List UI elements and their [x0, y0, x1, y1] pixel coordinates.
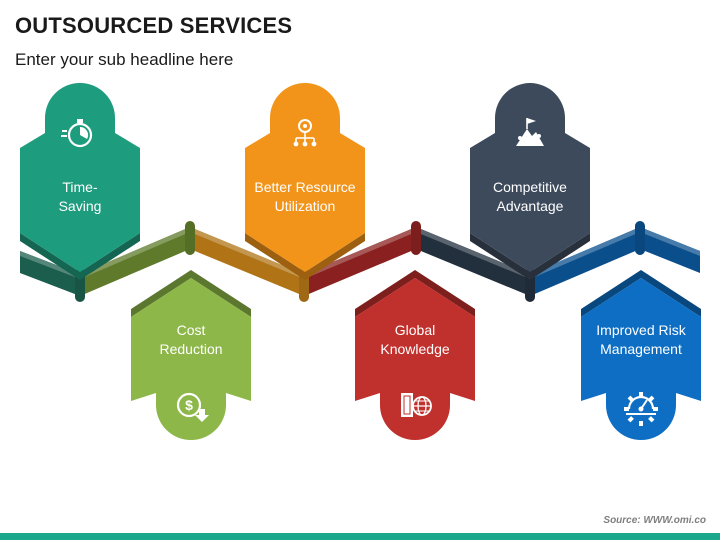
card-fold-shadow [581, 270, 701, 317]
service-card [355, 270, 475, 440]
card-body [355, 278, 475, 440]
ribbon-joint [411, 221, 421, 255]
svg-text:$: $ [185, 397, 193, 413]
ribbon-highlight [20, 251, 80, 279]
card-fold-shadow [20, 233, 140, 280]
card-body [131, 278, 251, 440]
service-card [581, 270, 701, 440]
service-card [20, 83, 140, 280]
card-fold-shadow [470, 233, 590, 280]
card-fold-shadow [245, 233, 365, 280]
ribbon-highlight [640, 227, 700, 256]
ribbon-highlight [530, 227, 640, 279]
card-body [245, 83, 365, 272]
ribbon-joint [635, 221, 645, 255]
card-fold-shadow [355, 270, 475, 317]
ribbon-segment [640, 227, 700, 273]
mountain-flag-icon [516, 118, 544, 146]
service-cards: $ [20, 83, 701, 440]
service-card: $ [131, 270, 251, 440]
ribbon-highlight [416, 227, 530, 279]
ribbon-highlight [80, 227, 190, 279]
ribbon-segment [304, 227, 416, 296]
ribbon-joint [185, 221, 195, 255]
card-label: Time-Saving [58, 179, 102, 214]
ribbon-segment [416, 227, 530, 296]
service-card [245, 83, 365, 280]
resource-network-icon [293, 119, 317, 147]
ribbon-segment [20, 251, 80, 296]
gauge-gear-icon [624, 392, 658, 426]
card-fold-shadow [131, 270, 251, 317]
ribbon-segment [530, 227, 640, 296]
card-body [581, 278, 701, 440]
ribbon-highlight [304, 227, 416, 279]
card-body [20, 83, 140, 272]
ribbon-segment [190, 227, 304, 296]
stopwatch-icon [61, 119, 93, 148]
card-body [470, 83, 590, 272]
page-title: OUTSOURCED SERVICES [15, 13, 293, 38]
service-card [470, 83, 590, 280]
bottom-accent-bar [0, 533, 720, 540]
book-globe-icon [401, 393, 432, 417]
dollar-down-icon: $ [176, 392, 209, 422]
source-note: Source: WWW.omi.co [603, 515, 706, 526]
ribbon-segment [80, 227, 190, 296]
page-subtitle: Enter your sub headline here [15, 50, 234, 69]
ribbon-highlight [190, 227, 304, 279]
